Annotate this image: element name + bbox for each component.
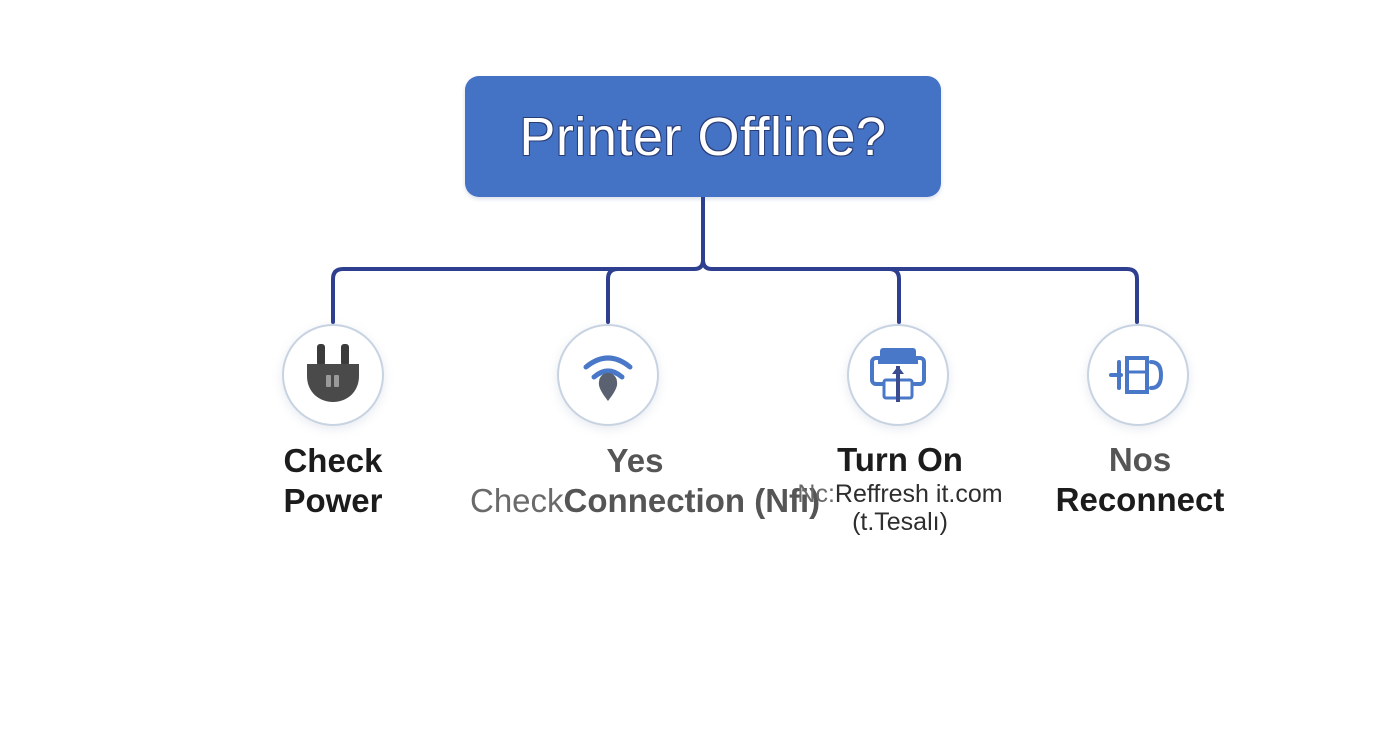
plug-icon xyxy=(307,344,359,402)
label-line-1: Yes xyxy=(606,442,664,479)
label-line-2-main: Reffresh it.com xyxy=(834,480,1003,508)
node-turn-on[interactable] xyxy=(847,324,949,426)
node-label-check-power: Check Power xyxy=(243,441,423,521)
branch-line-left xyxy=(331,258,705,324)
label-line-2: Power xyxy=(283,482,383,519)
label-line-2-main: Connection (Nfi) xyxy=(563,482,821,519)
node-label-turn-on: Turn On Nc:Reffresh it.com (t.Tesalı) xyxy=(785,440,1015,536)
wifi-icon xyxy=(583,355,633,401)
reconnect-icon xyxy=(1109,356,1164,394)
label-line-2-prefix: Nc: xyxy=(797,480,835,508)
label-line-1: Turn On xyxy=(837,441,963,478)
label-line-3: (t.Tesalı) xyxy=(852,508,948,536)
printer-icon xyxy=(870,348,926,402)
node-reconnect[interactable] xyxy=(1087,324,1189,426)
node-check-power[interactable] xyxy=(282,324,384,426)
root-question-box: Printer Offline? xyxy=(465,76,941,197)
label-line-2-prefix: Check xyxy=(470,482,564,519)
node-label-reconnect: Nos Reconnect xyxy=(1040,440,1240,520)
node-check-connection[interactable] xyxy=(557,324,659,426)
root-title: Printer Offline? xyxy=(519,106,887,167)
label-line-1: Check xyxy=(283,442,383,479)
label-line-2: Reconnect xyxy=(1055,481,1225,518)
trunk-line xyxy=(701,195,1139,324)
branch-line-2 xyxy=(606,267,620,324)
node-label-check-connection: Yes CheckConnection (Nfi) xyxy=(470,441,820,521)
branch-line-3 xyxy=(887,267,901,324)
label-line-1: Nos xyxy=(1108,441,1172,478)
